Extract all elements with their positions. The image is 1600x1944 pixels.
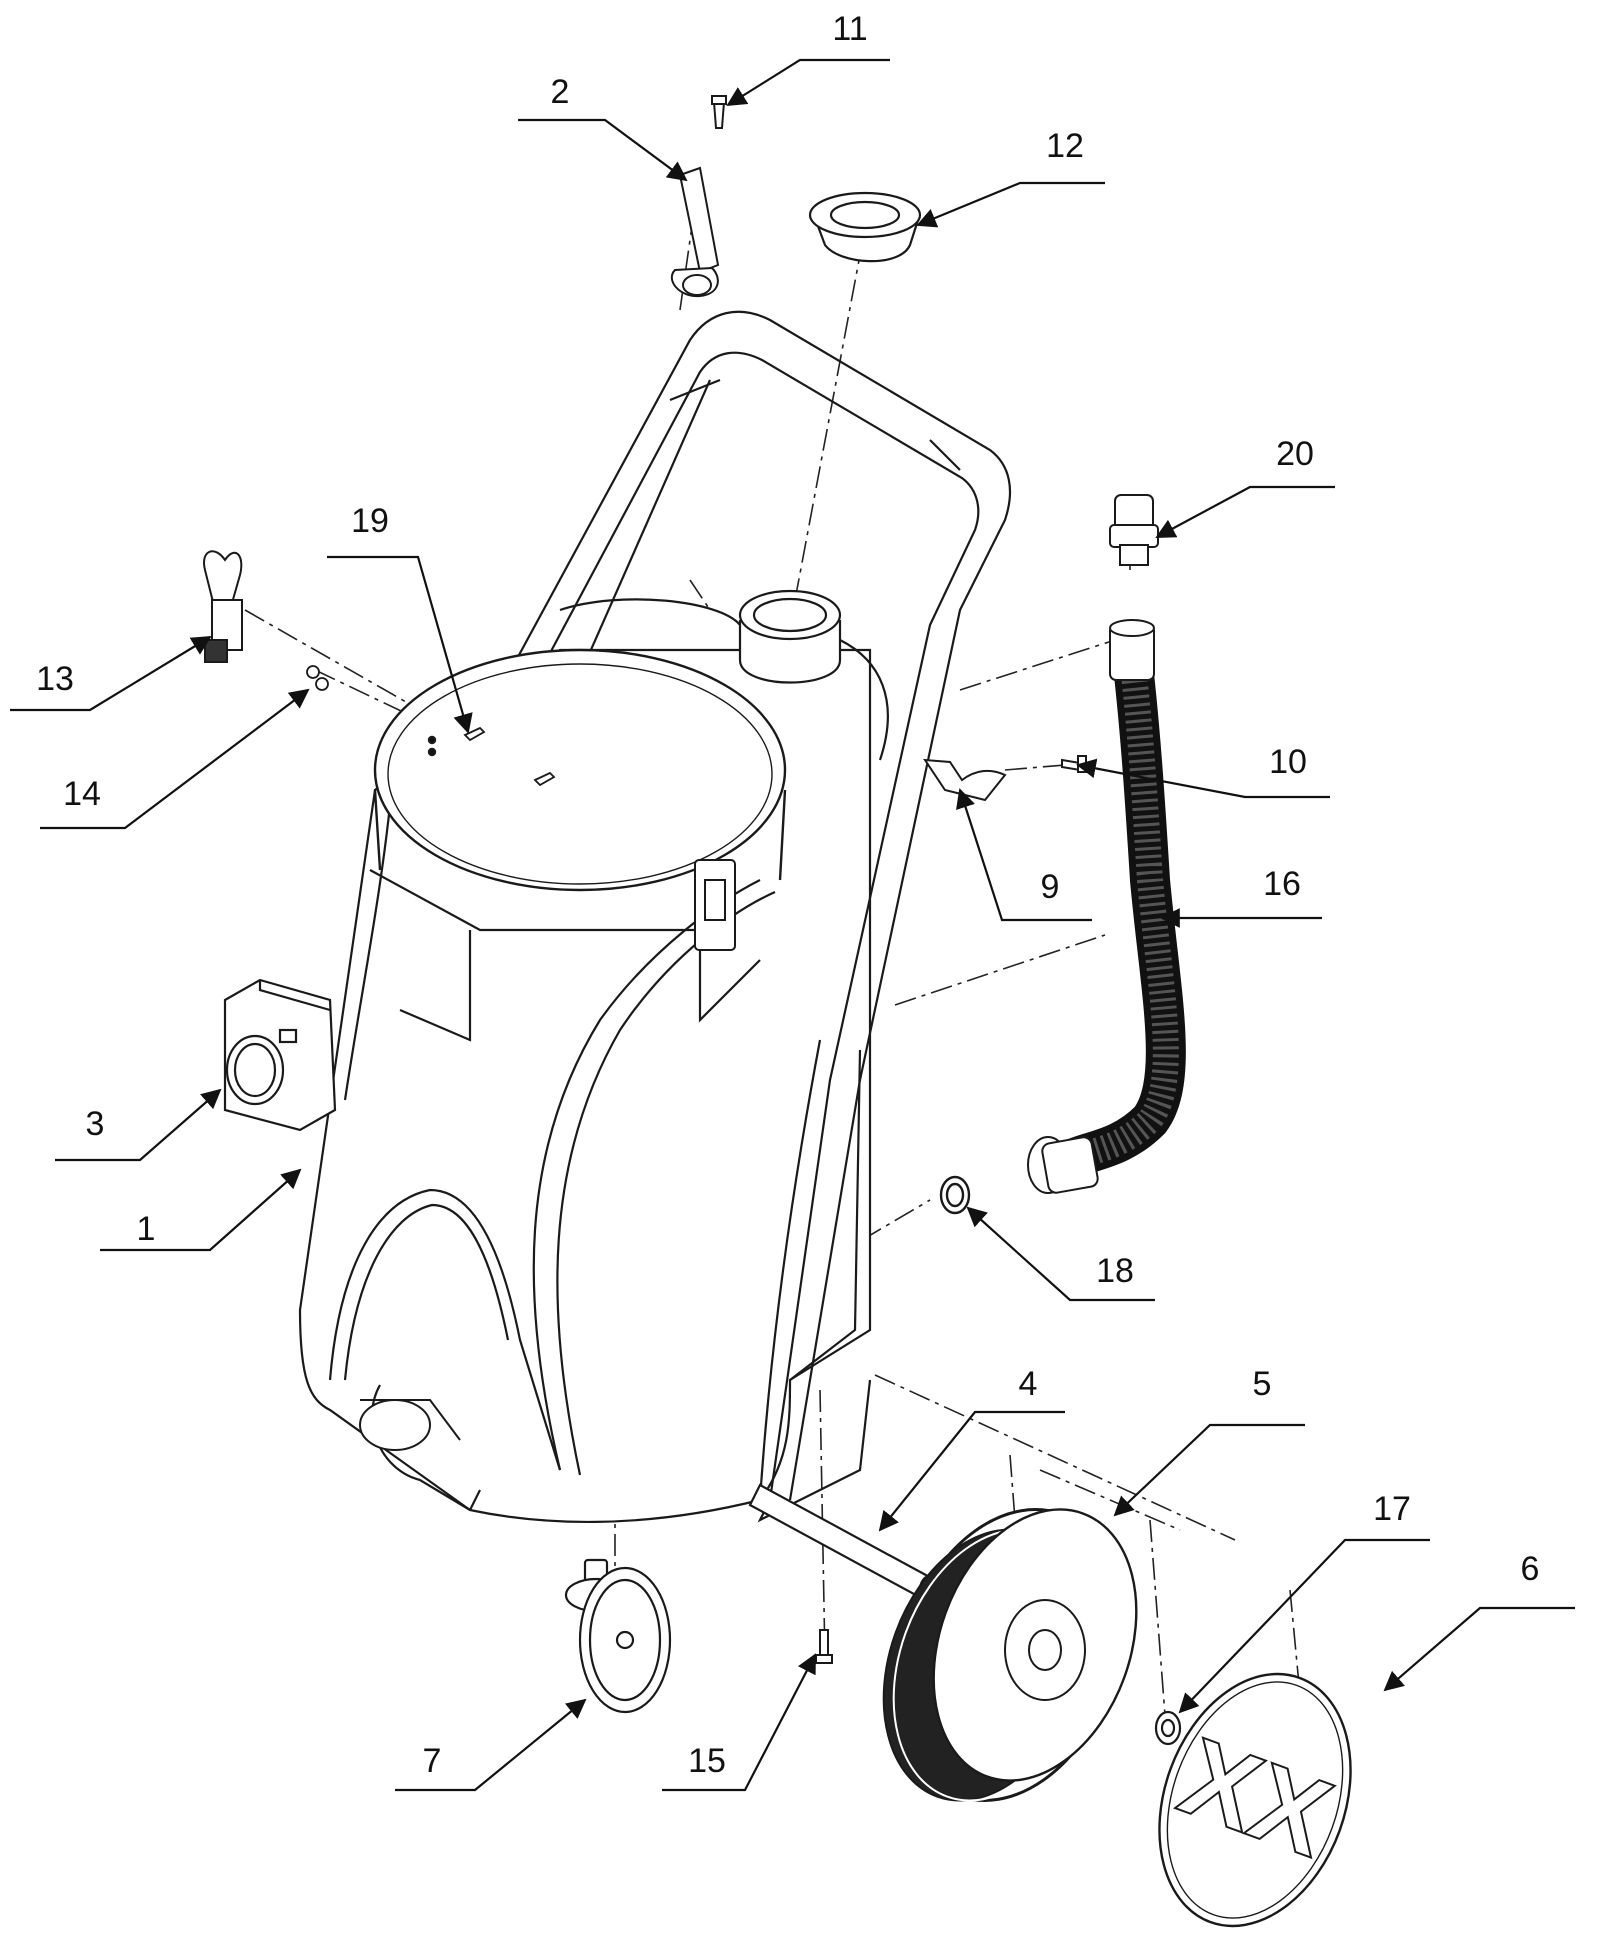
pin-part-15: [815, 1629, 833, 1664]
callout-12: 12: [1046, 127, 1084, 165]
vacuum-hose: [1027, 619, 1186, 1194]
tank-neck: [559, 589, 889, 761]
callout-17: 17: [1373, 1490, 1411, 1528]
tank-lid: [373, 648, 787, 892]
callout-16: 16: [1263, 865, 1301, 903]
screw-part-11: [711, 95, 727, 129]
hubcap: [1158, 1672, 1352, 1928]
callout-13: 13: [36, 660, 74, 698]
callout-3: 3: [86, 1105, 105, 1143]
screws-part-19: [463, 726, 556, 787]
callout-20: 20: [1276, 435, 1314, 473]
callout-11: 11: [832, 10, 867, 48]
callout-7: 7: [423, 1742, 442, 1780]
filter-housing: [223, 978, 337, 1132]
callout-10: 10: [1269, 743, 1307, 781]
latch-bracket: [203, 550, 243, 663]
caster: [564, 1558, 672, 1714]
callout-labels: 1 2 3 4 5 6 7 9 10 11 12 13 14 15 16 17 …: [36, 10, 1539, 1780]
hose-clip: [923, 758, 1007, 802]
screw-part-10: [1061, 755, 1087, 773]
callout-4: 4: [1019, 1365, 1038, 1403]
callout-9: 9: [1041, 868, 1060, 906]
tank-cap: [808, 191, 922, 263]
callout-19: 19: [351, 502, 389, 540]
washer-part-18: [939, 1175, 971, 1215]
leader-lines: [10, 58, 1575, 1792]
callout-15: 15: [688, 1742, 726, 1780]
callout-18: 18: [1096, 1252, 1134, 1290]
front-caster-housing: [359, 1399, 461, 1451]
callout-6: 6: [1521, 1550, 1540, 1588]
callout-2: 2: [551, 73, 570, 111]
callout-14: 14: [63, 775, 101, 813]
lid-latch: [694, 859, 736, 951]
screws-part-14: [306, 665, 329, 691]
rear-wheel: [882, 1508, 1138, 1802]
axle: [748, 1483, 942, 1606]
washer-part-17: [1154, 1710, 1182, 1746]
handle-frame: [499, 310, 1012, 1523]
handle-grip: [670, 166, 720, 298]
callout-5: 5: [1253, 1365, 1272, 1403]
callout-1: 1: [137, 1210, 156, 1248]
quick-connector: [1109, 494, 1159, 566]
